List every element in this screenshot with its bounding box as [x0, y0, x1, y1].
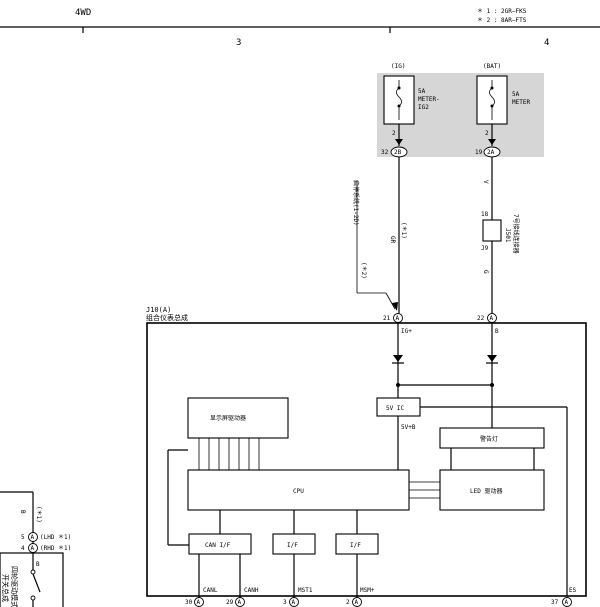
pin-22-conn: A [490, 315, 494, 322]
pin-37-conn: A [565, 599, 569, 606]
pin-4-number: 4 [21, 545, 25, 552]
fuse-contact [397, 86, 401, 90]
variant-note-1: ＊ 1 : 2GR—FKS [477, 8, 527, 15]
label-es: ES [569, 587, 577, 594]
junction-j501 [482, 219, 502, 242]
wire-ig-note: (＊1) [400, 222, 407, 239]
label-ig-plus: IG+ [401, 328, 412, 335]
fuse-ig-source: (IG) [391, 63, 405, 70]
led-driver [439, 469, 545, 511]
wire-bat-color-2: G [482, 270, 489, 274]
pin-2-number: 2 [346, 599, 350, 606]
pin-5-note: (LHD ＊1) [40, 534, 71, 541]
fuse-symbol [396, 80, 402, 120]
wire-ig-color: GR [389, 236, 396, 244]
switch-contact [30, 569, 36, 575]
junction-dot [490, 383, 494, 387]
fuse-ig-pin-top: 2 [392, 130, 396, 137]
fuse-ig-amp: 5A [418, 88, 426, 95]
ic-5v-label: 5V IC [386, 405, 404, 412]
arrow-icon [392, 302, 398, 311]
fuse-bat-pin-top: 2 [485, 130, 489, 137]
label-msm: MSM+ [360, 587, 375, 594]
junction-pin-in: 18 [481, 211, 489, 218]
section-title: 4WD [75, 8, 91, 18]
connector-2a-label: 2A [487, 149, 495, 156]
pin-4-note: (RHD ＊1) [40, 545, 71, 552]
pin-3-conn: A [292, 599, 296, 606]
connector-2b-label: 2B [394, 149, 402, 156]
junction-id: J501 [504, 228, 511, 243]
wire-ig-branch-note: (＊2) [360, 262, 367, 279]
pin-4-conn: A [31, 545, 35, 552]
fuse-contact [397, 104, 401, 108]
arrow-down-icon [395, 139, 403, 145]
display-driver-label: 显示屏驱动器 [210, 415, 246, 422]
left-wire-color: B [19, 510, 26, 514]
fuse-bat-name: METER [512, 99, 530, 106]
arrow-down-icon [488, 139, 496, 145]
fuse-contact [490, 86, 494, 90]
pin-30-conn: A [197, 599, 201, 606]
pin-22-number: 22 [477, 315, 485, 322]
wire-ig-branch [385, 292, 396, 310]
junction-name: 7号接线连接器 [512, 214, 520, 254]
diode-icon [487, 355, 497, 362]
left-wire-note: (＊1) [35, 506, 42, 523]
grid-number-3: 3 [236, 38, 241, 48]
fuse-ig-name-2: IG2 [418, 104, 429, 111]
meter-name: 组合仪表总成 [146, 313, 188, 322]
switch-label: B [36, 561, 40, 568]
meter-id: J10(A) [146, 306, 171, 314]
display-bus [198, 438, 260, 470]
cpu [187, 469, 410, 511]
led-bus [409, 481, 440, 499]
pin-29-conn: A [238, 599, 242, 606]
fuse-bat-amp: 5A [512, 91, 520, 98]
warning-lamp [439, 427, 545, 449]
label-canh: CANH [244, 587, 259, 594]
pin-2-conn: A [355, 599, 359, 606]
grid-number-4: 4 [544, 38, 549, 48]
diode-icon [393, 355, 403, 362]
pin-3-number: 3 [283, 599, 287, 606]
junction-dot [396, 383, 400, 387]
variant-note-2: ＊ 2 : 8AR—FTS [477, 17, 527, 24]
can-interface-label: CAN I/F [205, 542, 231, 549]
fuse-bat-source: (BAT) [483, 63, 501, 70]
fuse-contact [490, 104, 494, 108]
pin-5-number: 5 [21, 534, 25, 541]
warning-lamp-label: 警告灯 [480, 435, 498, 443]
connector-2b-pin: 32 [381, 149, 389, 156]
cpu-label: CPU [293, 488, 304, 495]
display-driver [187, 397, 289, 439]
pin-21-number: 21 [383, 315, 391, 322]
switch-lever [32, 573, 41, 593]
label-canl: CANL [203, 587, 218, 594]
pin-29-number: 29 [226, 599, 234, 606]
label-b: B [495, 328, 499, 335]
interface-2-label: I/F [350, 542, 361, 549]
meter-assembly [146, 322, 587, 597]
switch-vlabel-1: 开关总成 [1, 574, 10, 602]
junction-pin-out: J9 [481, 245, 489, 252]
wire-bat-color: V [482, 180, 489, 184]
switch-vlabel-2: 四轮驱动模式 [10, 566, 19, 607]
pin-21-conn: A [396, 315, 400, 322]
connector-2a-pin: 19 [475, 149, 483, 156]
interface-1-label: I/F [287, 542, 298, 549]
wire-ig-ref: 启停系统(1-2D) [352, 180, 360, 226]
pin-5-conn: A [31, 534, 35, 541]
pin-37-number: 37 [551, 599, 559, 606]
label-mst1: MST1 [298, 587, 313, 594]
switch-contact [30, 595, 36, 601]
mode-switch-box [0, 552, 64, 607]
ic-5v-output: 5V+B [401, 424, 416, 431]
led-driver-label: LED 驱动器 [470, 488, 502, 495]
pin-30-number: 30 [185, 599, 193, 606]
fuse-symbol [489, 80, 495, 120]
fuse-ig-name-1: METER- [418, 96, 440, 103]
